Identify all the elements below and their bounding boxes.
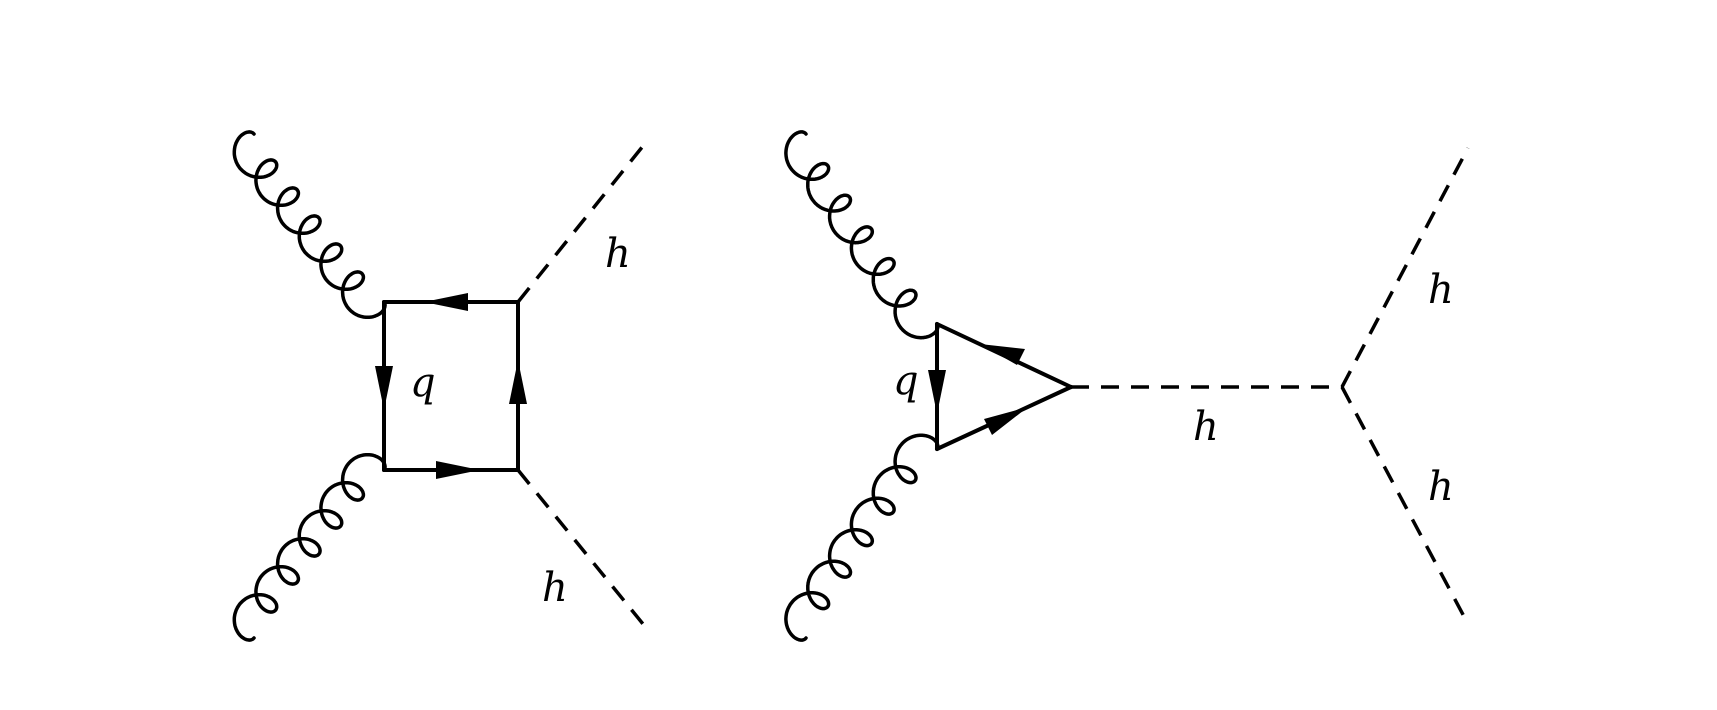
box-quark-label: q xyxy=(410,360,436,406)
triangle-arrow-left-down xyxy=(928,370,946,414)
box-higgs-lower-label: h xyxy=(542,565,568,611)
box-arrow-top-left xyxy=(424,293,468,311)
box-higgs-upper-line xyxy=(516,144,645,304)
box-arrow-left-down xyxy=(375,366,393,410)
triangle-higgs-lower-line xyxy=(1340,386,1470,625)
triangle-gluon-lower-line xyxy=(784,433,940,642)
box-gluon-lower-line xyxy=(232,452,387,642)
triangle-higgs-propagator-label: h xyxy=(1193,404,1219,450)
triangle-diagram: q h h h xyxy=(784,130,1470,642)
triangle-quark-label: q xyxy=(893,358,919,404)
box-gluon-upper-line xyxy=(232,130,387,320)
triangle-higgs-upper-label: h xyxy=(1428,267,1454,313)
triangle-higgs-lower-label: h xyxy=(1428,464,1454,510)
box-higgs-upper-label: h xyxy=(605,231,631,277)
box-arrow-right-up xyxy=(509,360,527,404)
box-higgs-lower-line xyxy=(516,468,645,626)
triangle-arrow-lower xyxy=(984,407,1028,435)
box-diagram: q h h xyxy=(232,130,645,642)
triangle-arrow-upper xyxy=(980,344,1025,365)
triangle-higgs-upper-line xyxy=(1340,147,1470,388)
triangle-gluon-upper-line xyxy=(784,130,940,340)
box-arrow-bottom-right xyxy=(436,461,480,479)
